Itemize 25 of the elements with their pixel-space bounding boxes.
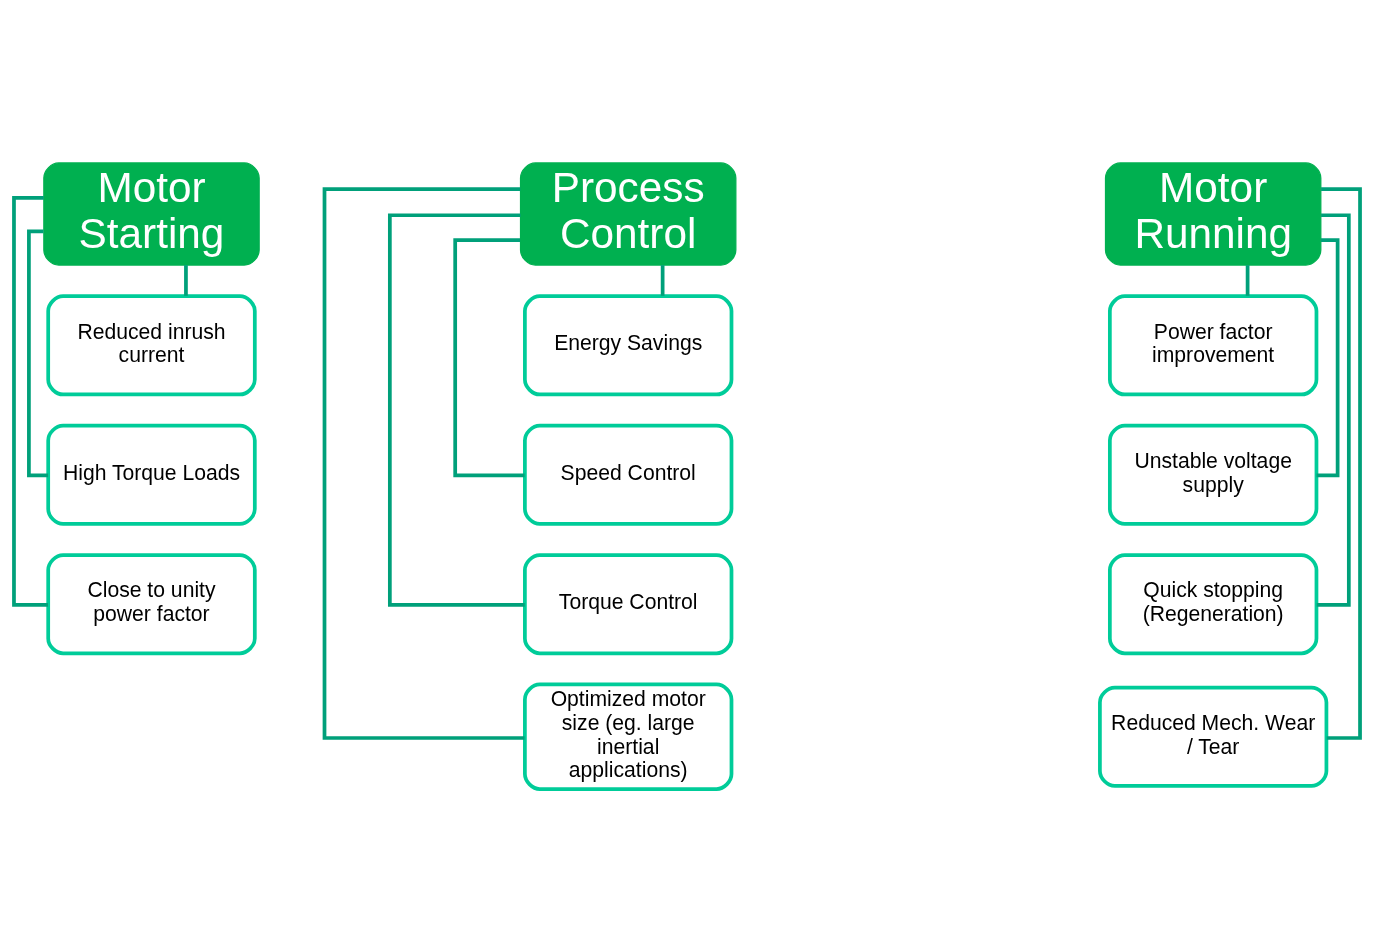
connector <box>184 264 188 296</box>
node-box: Quick stopping (Regeneration) <box>1108 552 1319 655</box>
node-box: Motor Running <box>1104 161 1322 266</box>
node-box: Reduced Mech. Wear / Tear <box>1098 685 1329 788</box>
node-box: Close to unity power factor <box>46 552 257 655</box>
connector <box>27 229 49 477</box>
node-box: Torque Control <box>523 552 734 655</box>
node-box: Process Control <box>519 161 737 266</box>
connector <box>12 195 48 607</box>
node-box: Reduced inrush current <box>46 293 257 396</box>
node-box: Power factor improvement <box>1108 293 1319 396</box>
connector <box>1316 237 1340 477</box>
connector <box>660 264 665 296</box>
node-box: Speed Control <box>523 423 734 526</box>
connector <box>388 212 525 607</box>
node-box: Energy Savings <box>523 293 734 396</box>
connector <box>1316 212 1351 607</box>
connector <box>322 186 525 740</box>
connector <box>1321 186 1362 740</box>
connector <box>453 237 525 477</box>
node-box: Motor Starting <box>43 161 260 266</box>
connector <box>1245 264 1250 296</box>
node-box: Optimized motor size (eg. large inertial applications) <box>523 682 734 791</box>
node-box: High Torque Loads <box>46 423 257 526</box>
node-box: Unstable voltage supply <box>1108 423 1319 526</box>
